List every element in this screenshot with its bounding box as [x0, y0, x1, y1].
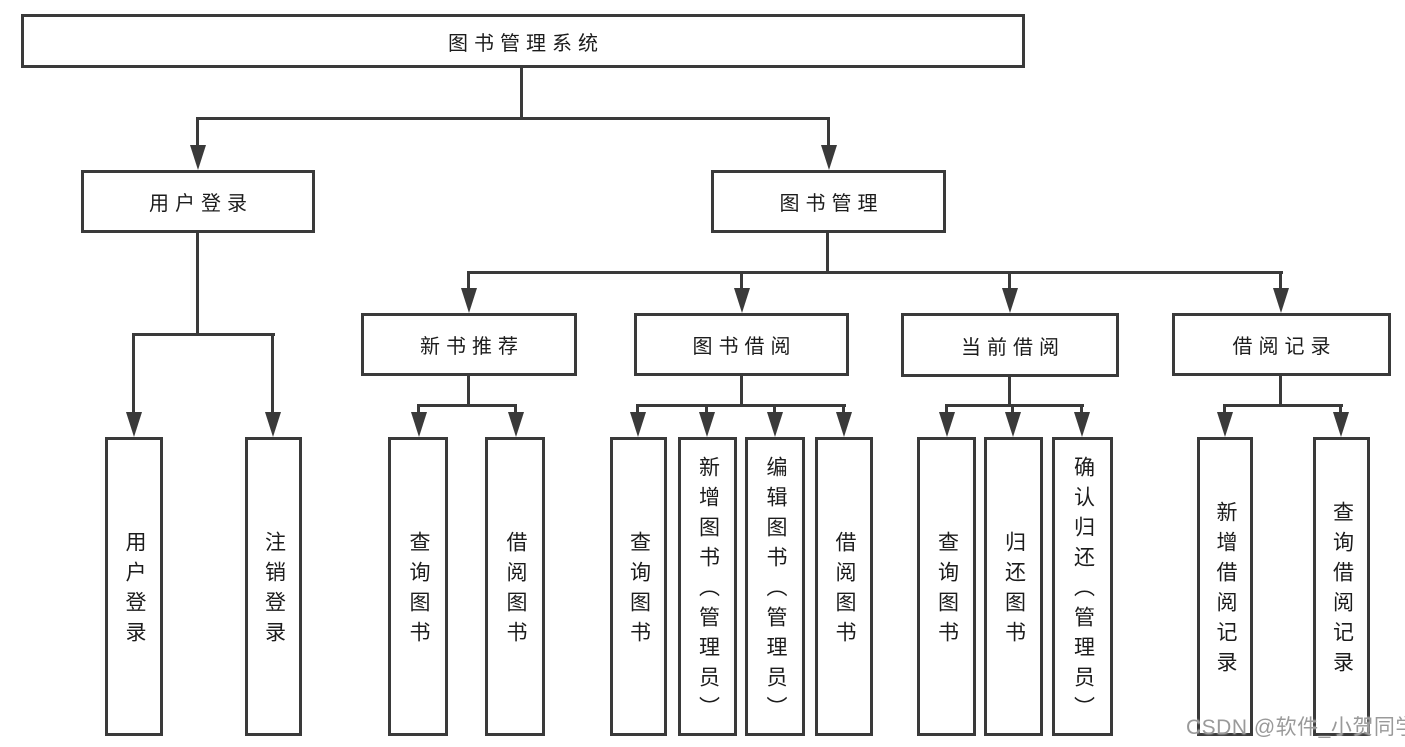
- arrowhead-down-icon: [1074, 412, 1090, 437]
- arrowhead-down-icon: [411, 412, 427, 437]
- arrowhead-down-icon: [461, 288, 477, 313]
- node-label: 查询图书: [407, 531, 430, 651]
- connector-line: [1223, 404, 1226, 418]
- arrowhead-down-icon: [190, 145, 206, 170]
- arrowhead-down-icon: [1002, 288, 1018, 313]
- arrowhead-down-icon: [1217, 412, 1233, 437]
- node-label: 确认归还（管理员）: [1071, 456, 1095, 726]
- connector-line: [1339, 404, 1342, 418]
- node-current-borrowing: 当前借阅: [901, 313, 1119, 377]
- node-label: 注销登录: [262, 531, 286, 651]
- connector-stem: [740, 376, 743, 407]
- node-label: 借阅记录: [1232, 336, 1337, 358]
- arrowhead-down-icon: [1273, 288, 1289, 313]
- leaf-logout: 注销登录: [245, 437, 302, 736]
- connector-line: [827, 117, 830, 149]
- leaf-query-books-current: 查询图书: [917, 437, 976, 736]
- leaf-user-login: 用户登录: [105, 437, 163, 736]
- node-label: 图书管理: [779, 193, 884, 215]
- connector-stem: [1008, 377, 1011, 407]
- arrowhead-down-icon: [939, 412, 955, 437]
- connector-line: [636, 404, 639, 418]
- connector-line: [773, 404, 776, 418]
- node-new-book-recommendation: 新书推荐: [361, 313, 577, 376]
- node-user-login: 用户登录: [81, 170, 315, 233]
- leaf-query-books-recommend: 查询图书: [388, 437, 448, 736]
- connector-line: [945, 404, 948, 418]
- connector-line: [467, 271, 470, 293]
- arrowhead-down-icon: [767, 412, 783, 437]
- arrowhead-down-icon: [508, 412, 524, 437]
- arrowhead-down-icon: [1333, 412, 1349, 437]
- node-label: 查询图书: [935, 531, 959, 651]
- connector-line: [740, 271, 743, 293]
- leaf-add-borrow-record: 新增借阅记录: [1197, 437, 1253, 736]
- connector-branch: [417, 404, 517, 407]
- connector-line: [1080, 404, 1083, 418]
- connector-line: [417, 404, 420, 418]
- connector-stem: [467, 376, 470, 407]
- arrowhead-down-icon: [126, 412, 142, 437]
- arrowhead-down-icon: [836, 412, 852, 437]
- connector-line: [1011, 404, 1014, 418]
- connector-book-mgmt-branch: [467, 271, 1283, 274]
- leaf-confirm-return-admin: 确认归还（管理员）: [1052, 437, 1113, 736]
- node-label: 用户登录: [123, 531, 146, 651]
- connector-branch: [1223, 404, 1343, 407]
- connector-line: [705, 404, 708, 418]
- node-label: 用户登录: [149, 193, 253, 215]
- connector-book-mgmt-stem: [826, 233, 829, 274]
- leaf-borrow-books: 借阅图书: [815, 437, 873, 736]
- connector-branch: [945, 404, 1084, 407]
- node-label: 查询图书: [627, 531, 651, 651]
- leaf-query-borrow-record: 查询借阅记录: [1313, 437, 1370, 736]
- node-label: 新增借阅记录: [1214, 501, 1237, 681]
- connector-line: [1279, 271, 1282, 293]
- leaf-edit-books-admin: 编辑图书（管理员）: [745, 437, 805, 736]
- connector-branch: [636, 404, 846, 407]
- arrowhead-down-icon: [699, 412, 715, 437]
- arrowhead-down-icon: [821, 145, 837, 170]
- connector-line: [271, 333, 274, 413]
- node-borrowing-records: 借阅记录: [1172, 313, 1391, 376]
- node-book-management: 图书管理: [711, 170, 946, 233]
- connector-line: [196, 117, 199, 149]
- arrowhead-down-icon: [630, 412, 646, 437]
- connector-root-branch: [196, 117, 830, 120]
- connector-root-stem: [520, 68, 523, 119]
- node-label: 图书管理系统: [448, 32, 604, 55]
- node-book-borrowing: 图书借阅: [634, 313, 849, 376]
- node-label: 当前借阅: [961, 336, 1065, 359]
- leaf-return-books: 归还图书: [984, 437, 1043, 736]
- connector-line: [1008, 271, 1011, 293]
- node-label: 归还图书: [1002, 531, 1026, 651]
- connector-user-login-stem: [196, 233, 199, 336]
- connector-line: [132, 333, 135, 413]
- node-label: 借阅图书: [833, 531, 856, 651]
- csdn-watermark: CSDN @软件_小贺同学: [1186, 716, 1405, 739]
- arrowhead-down-icon: [265, 412, 281, 437]
- connector-line: [514, 404, 517, 418]
- connector-stem: [1279, 376, 1282, 407]
- node-label: 借阅图书: [504, 531, 527, 651]
- node-library-management-system: 图书管理系统: [21, 14, 1025, 68]
- arrowhead-down-icon: [734, 288, 750, 313]
- node-label: 图书借阅: [692, 336, 797, 358]
- arrowhead-down-icon: [1005, 412, 1021, 437]
- node-label: 新书推荐: [420, 336, 524, 358]
- leaf-query-books-borrowing: 查询图书: [610, 437, 667, 736]
- node-label: 新增图书（管理员）: [696, 456, 720, 726]
- leaf-add-books-admin: 新增图书（管理员）: [678, 437, 737, 736]
- connector-user-login-branch: [132, 333, 275, 336]
- connector-line: [842, 404, 845, 418]
- node-label: 编辑图书（管理员）: [764, 456, 787, 726]
- leaf-borrow-books-recommend: 借阅图书: [485, 437, 545, 736]
- node-label: 查询借阅记录: [1330, 501, 1354, 681]
